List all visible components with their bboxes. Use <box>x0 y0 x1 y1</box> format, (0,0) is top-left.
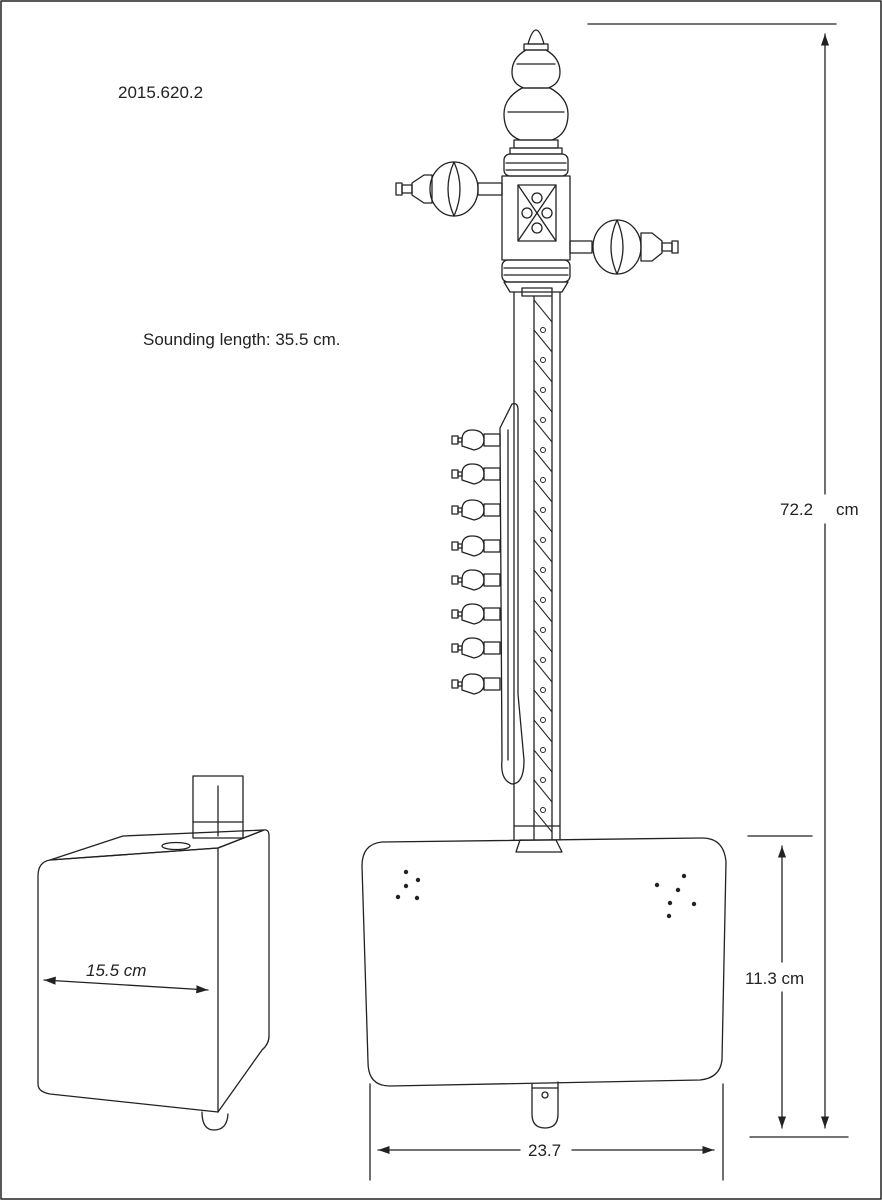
body-height-dimension <box>747 835 813 1129</box>
body-width-label: 23.7 <box>528 1141 562 1160</box>
upper-peg-right <box>569 219 679 275</box>
instrument-neck <box>513 287 563 853</box>
sympathetic-peg-rail <box>499 402 525 785</box>
sympathetic-pegs <box>451 429 501 695</box>
body-side-view <box>37 775 270 1131</box>
overall-height-dimension <box>587 23 849 1138</box>
body-front-view <box>361 837 727 1129</box>
upper-peg-left <box>395 161 503 217</box>
body-depth-label: 15.5 cm <box>86 961 147 980</box>
overall-height-label: 72.2 <box>780 500 814 519</box>
accession-number: 2015.620.2 <box>118 83 204 102</box>
sounding-length-note: Sounding length: 35.5 cm. <box>143 330 341 349</box>
body-height-label: 11.3 cm <box>745 969 805 988</box>
instrument-head <box>501 29 571 293</box>
body-width-dimension <box>369 1083 724 1181</box>
overall-height-unit: cm <box>836 500 859 519</box>
